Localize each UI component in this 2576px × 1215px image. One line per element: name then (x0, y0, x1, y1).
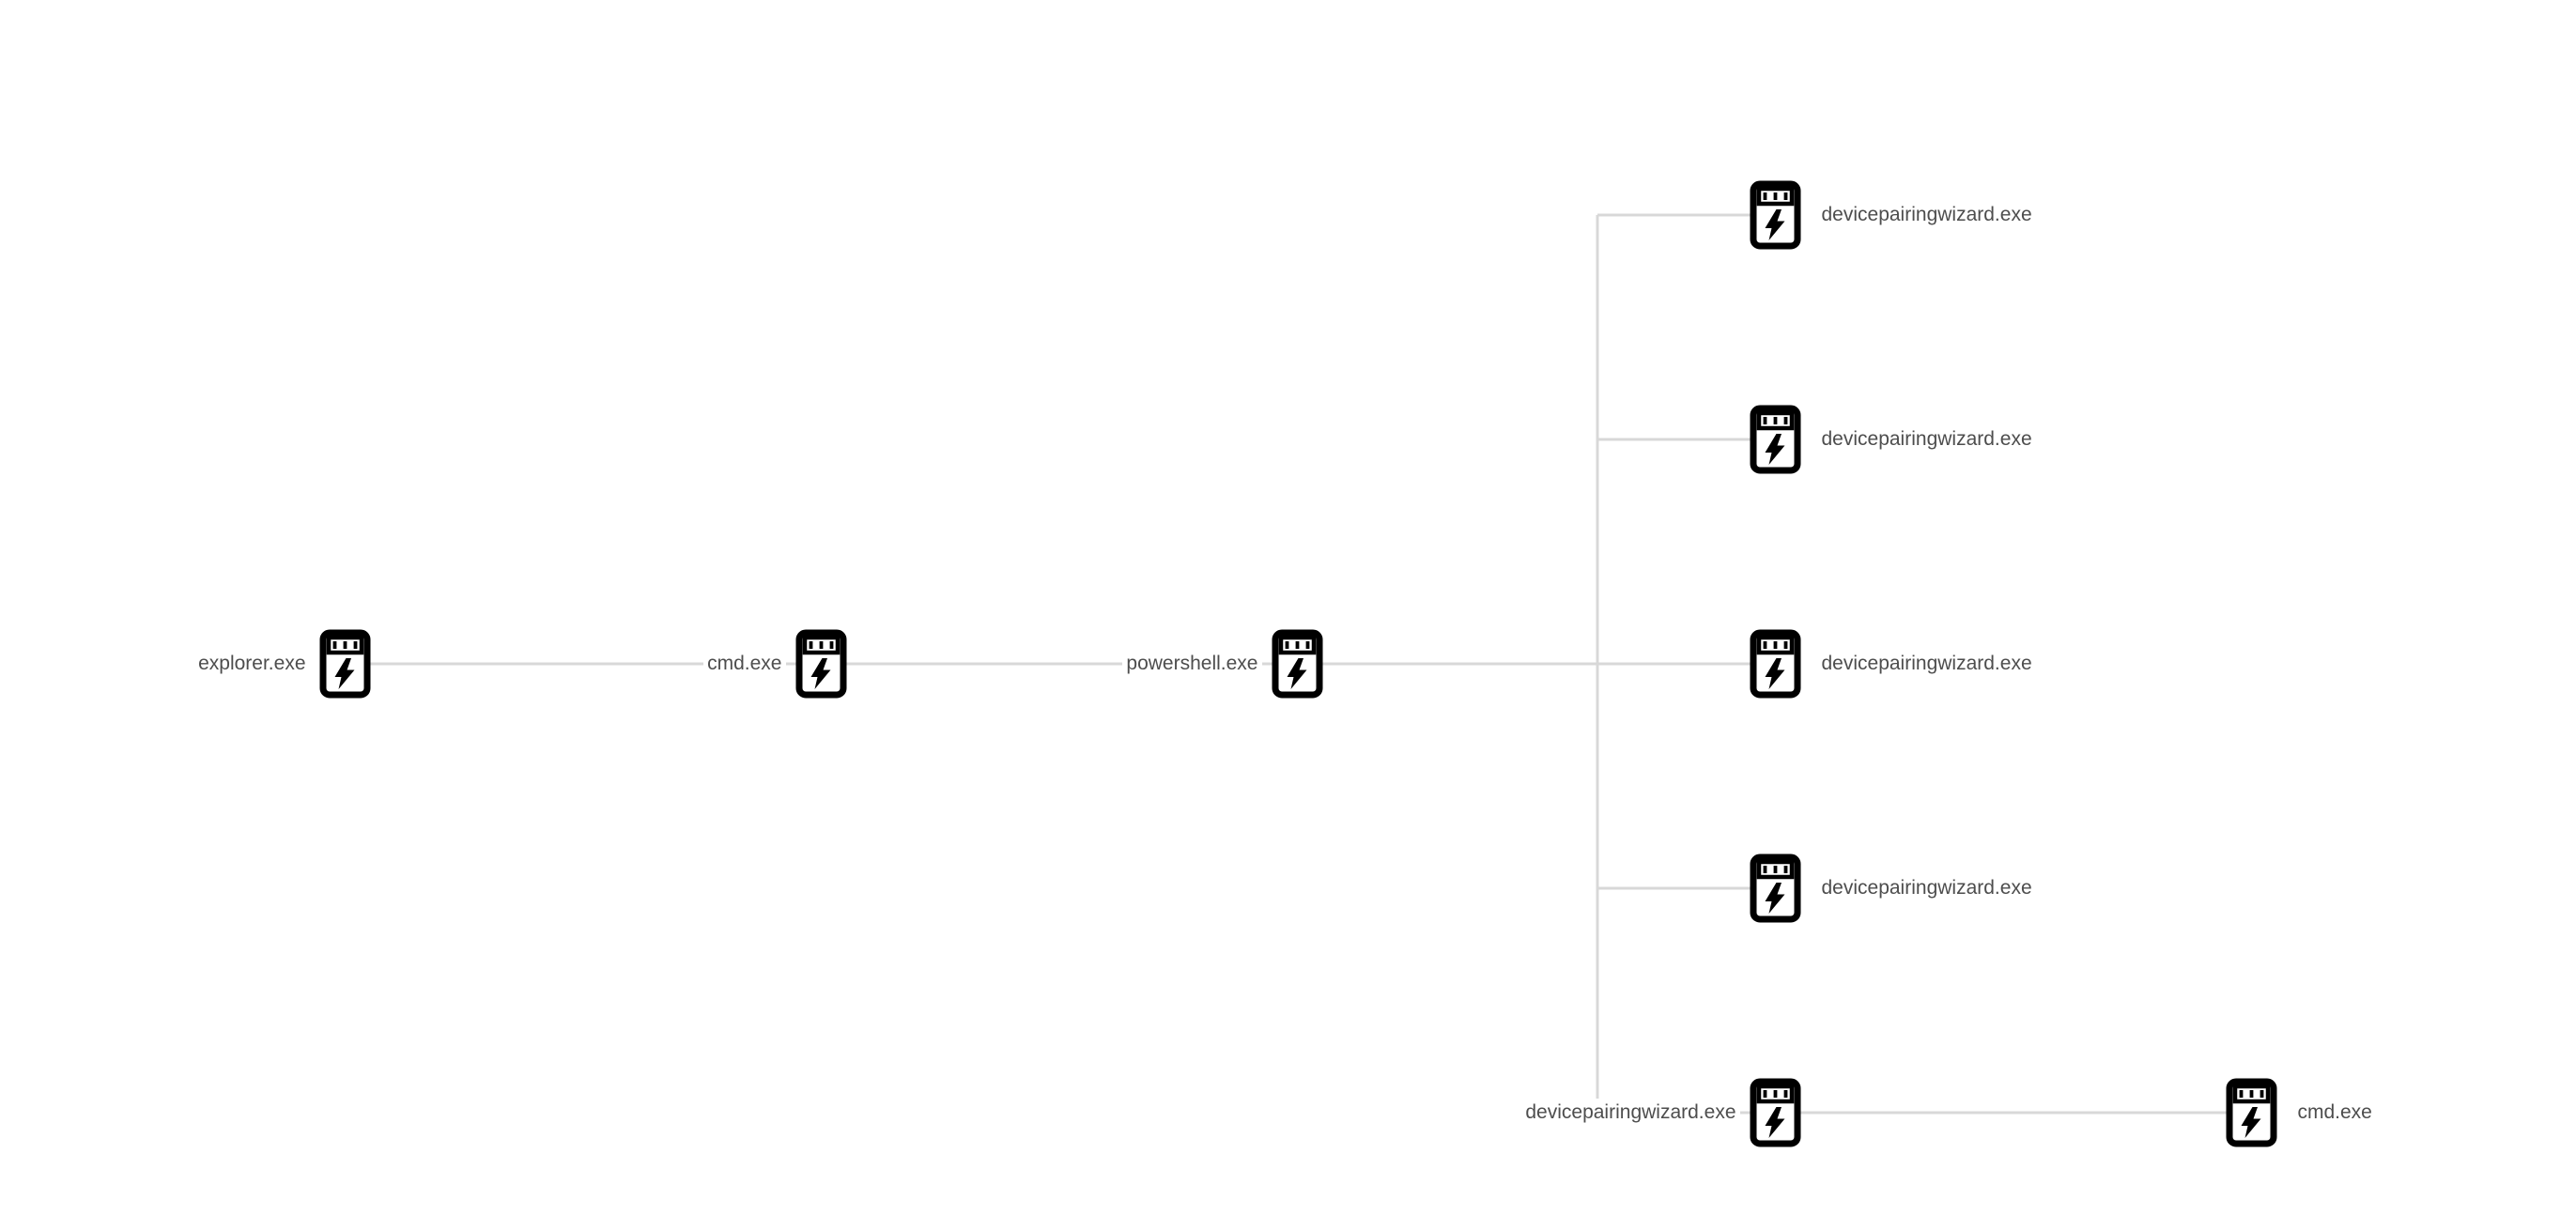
process-node-devicepairingwizard-1[interactable]: devicepairingwizard.exe (1750, 180, 2036, 250)
process-icon (1750, 180, 1801, 250)
process-label: devicepairingwizard.exe (1817, 874, 2036, 902)
process-icon (1272, 629, 1323, 699)
process-node-devicepairingwizard-3[interactable]: devicepairingwizard.exe (1750, 629, 2036, 699)
process-label: cmd.exe (2293, 1099, 2376, 1127)
process-label: devicepairingwizard.exe (1817, 201, 2036, 229)
process-label: devicepairingwizard.exe (1817, 425, 2036, 454)
process-node-explorer[interactable]: explorer.exe (194, 629, 371, 699)
process-node-powershell[interactable]: powershell.exe (1122, 629, 1323, 699)
process-node-devicepairingwizard-2[interactable]: devicepairingwizard.exe (1750, 405, 2036, 474)
process-icon (1750, 854, 1801, 923)
process-icon (1750, 1078, 1801, 1147)
process-label: devicepairingwizard.exe (1817, 650, 2036, 678)
process-node-cmd-2[interactable]: cmd.exe (2226, 1078, 2376, 1147)
process-icon (2226, 1078, 2277, 1147)
process-node-cmd-1[interactable]: cmd.exe (703, 629, 847, 699)
process-node-devicepairingwizard-5[interactable]: devicepairingwizard.exe (1521, 1078, 1801, 1147)
process-label: explorer.exe (194, 650, 310, 678)
process-icon (1750, 405, 1801, 474)
process-label: powershell.exe (1122, 650, 1262, 678)
process-icon (319, 629, 371, 699)
process-node-devicepairingwizard-4[interactable]: devicepairingwizard.exe (1750, 854, 2036, 923)
process-icon (1750, 629, 1801, 699)
process-label: devicepairingwizard.exe (1521, 1099, 1740, 1127)
process-label: cmd.exe (703, 650, 786, 678)
process-icon (795, 629, 847, 699)
